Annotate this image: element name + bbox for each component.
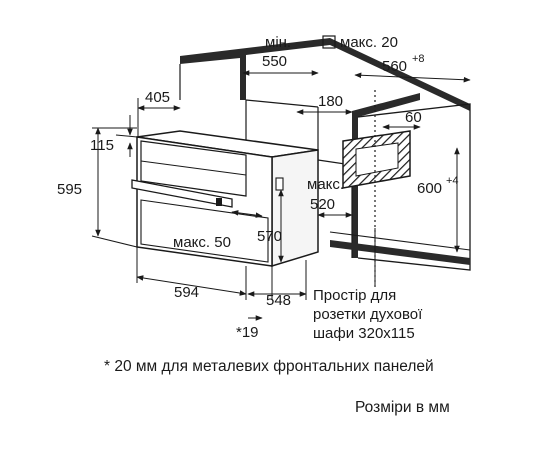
dim-max-label: макс. bbox=[307, 176, 344, 193]
dim-594: 594 bbox=[174, 284, 199, 301]
dim-560: 560 bbox=[382, 58, 407, 75]
dim-min-label: мін. bbox=[265, 34, 291, 51]
dim-180: 180 bbox=[318, 93, 343, 110]
socket-space bbox=[342, 130, 411, 189]
dim-548: 548 bbox=[266, 292, 291, 309]
socket-note-line-1: Простір для bbox=[313, 287, 396, 304]
dim-570: 570 bbox=[257, 228, 282, 245]
dim-600-tolerance: +4 bbox=[446, 175, 459, 187]
socket-note-line-3: шафи 320x115 bbox=[313, 325, 415, 342]
cabinet-niche bbox=[179, 38, 471, 271]
dim-595: 595 bbox=[57, 181, 82, 198]
units-note: Розміри в мм bbox=[355, 399, 450, 416]
dim-520: 520 bbox=[310, 196, 335, 213]
dim-600: 600 bbox=[417, 180, 442, 197]
socket-note-line-2: розетки духової bbox=[313, 306, 423, 323]
dim-max-50: макс. 50 bbox=[173, 234, 231, 251]
dim-max-20: макс. 20 bbox=[340, 34, 398, 51]
dim-19: *19 bbox=[236, 324, 259, 341]
dim-560-tolerance: +8 bbox=[412, 53, 425, 65]
dim-60: 60 bbox=[405, 109, 422, 126]
dim-550: 550 bbox=[262, 53, 287, 70]
dim-405: 405 bbox=[145, 89, 170, 106]
footnote-metal-panels: * 20 мм для металевих фронтальних панеле… bbox=[104, 358, 434, 375]
dimension-lines bbox=[91, 35, 471, 321]
dim-115: 115 bbox=[90, 137, 114, 154]
